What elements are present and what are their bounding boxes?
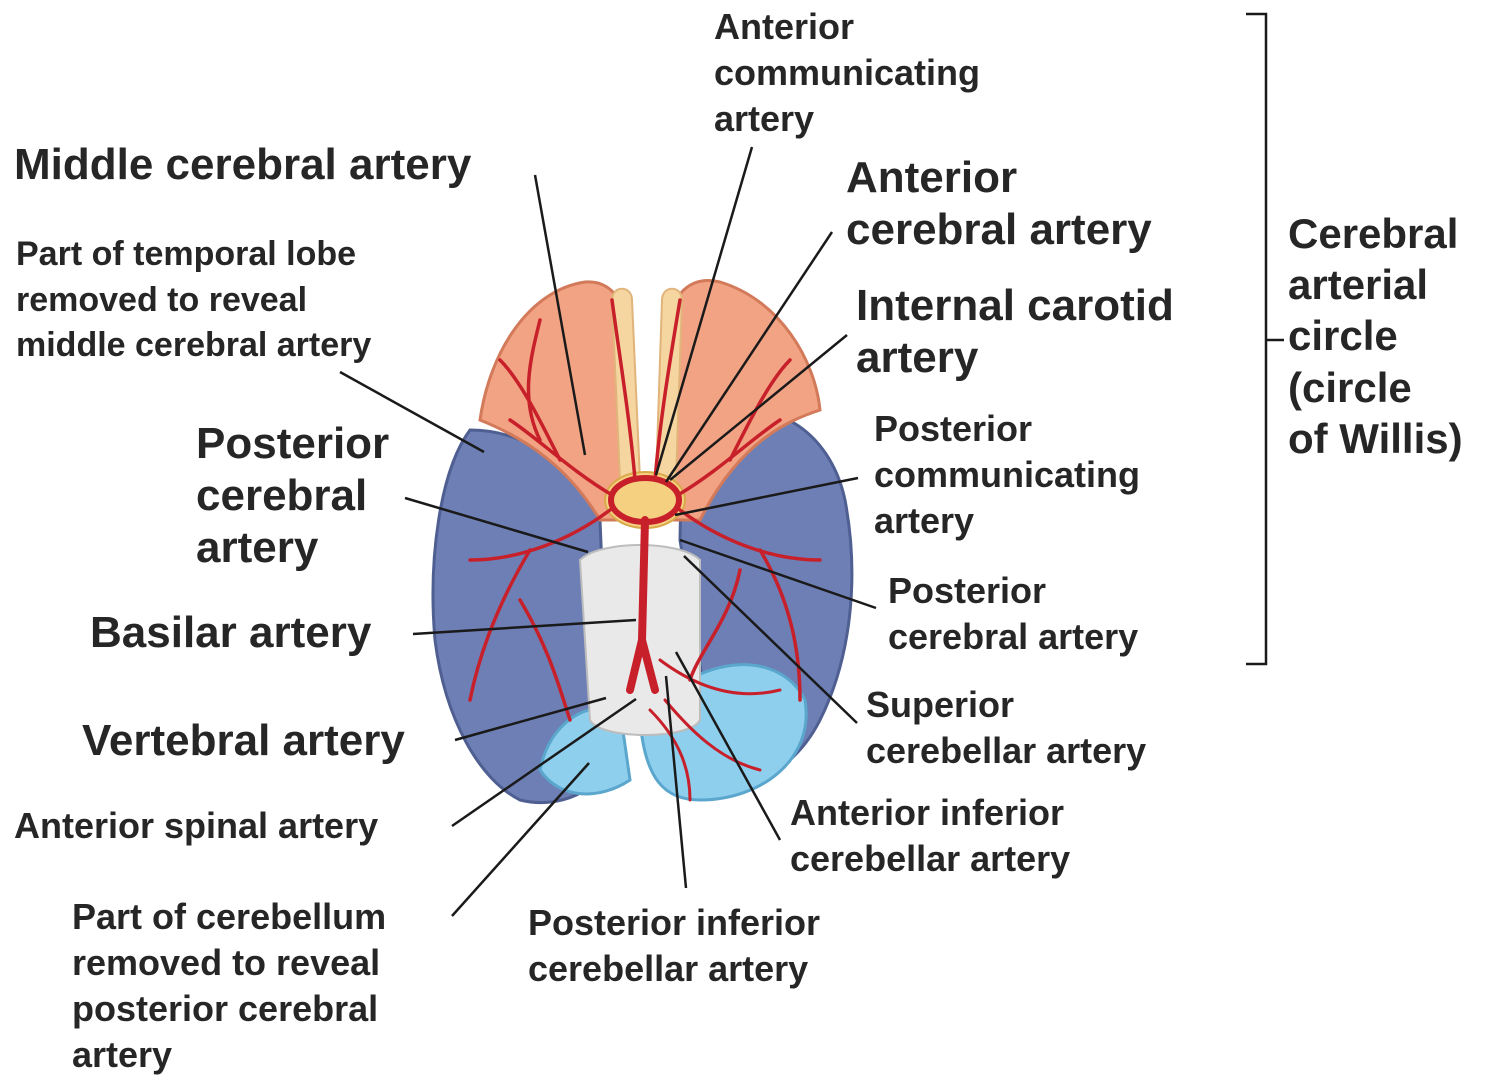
label-anterior-inferior-cerebellar-artery: Anterior inferior cerebellar artery: [790, 790, 1070, 882]
label-posterior-communicating-artery: Posterior communicating artery: [874, 406, 1140, 544]
label-superior-cerebellar-artery: Superior cerebellar artery: [866, 682, 1146, 774]
label-basilar-artery: Basilar artery: [90, 608, 371, 657]
label-anterior-communicating-artery: Anterior communicating artery: [714, 4, 980, 142]
label-part-of-cerebellum: Part of cerebellum removed to reveal pos…: [72, 894, 386, 1078]
label-anterior-cerebral-artery: Anterior cerebral artery: [846, 152, 1152, 256]
label-posterior-cerebral-artery-right: Posterior cerebral artery: [888, 568, 1138, 660]
label-posterior-cerebral-artery-left: Posterior cerebral artery: [196, 418, 389, 574]
label-middle-cerebral-artery: Middle cerebral artery: [14, 140, 471, 189]
label-posterior-inferior-cerebellar-artery: Posterior inferior cerebellar artery: [528, 900, 820, 992]
label-vertebral-artery: Vertebral artery: [82, 716, 405, 765]
label-cerebral-arterial-circle: Cerebral arterial circle (circle of Will…: [1288, 208, 1463, 464]
label-internal-carotid-artery: Internal carotid artery: [856, 280, 1174, 384]
label-anterior-spinal-artery: Anterior spinal artery: [14, 806, 378, 846]
label-temporal-lobe-removed: Part of temporal lobe removed to reveal …: [16, 232, 371, 369]
bracket: [1246, 14, 1284, 664]
